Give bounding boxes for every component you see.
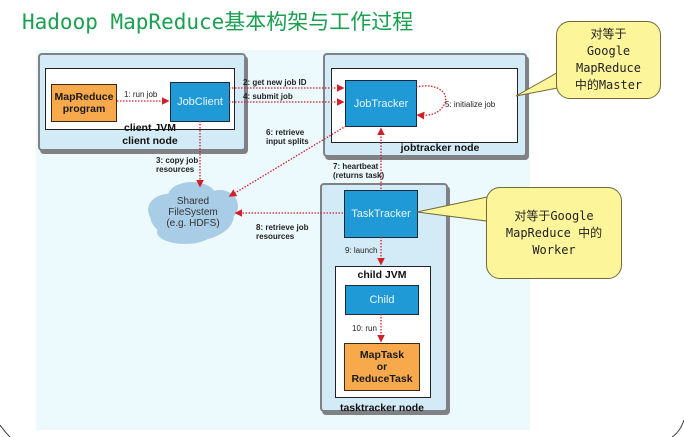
mapreduce-program-box: MapReduce program bbox=[51, 84, 117, 122]
child-label: Child bbox=[369, 294, 395, 306]
maptask-reducetask-box: MapTask or ReduceTask bbox=[344, 343, 420, 391]
right-corner-arc bbox=[671, 419, 684, 437]
shared-filesystem-cloud bbox=[148, 182, 238, 244]
step-7-label-2: (returns task) bbox=[333, 171, 385, 180]
step-1-label: 1: run job bbox=[124, 90, 158, 99]
shared-fs-line2: FileSystem bbox=[168, 207, 218, 218]
mapreduce-program-label: MapReduce program bbox=[54, 91, 114, 115]
worker-callout-line2: MapReduce 中的 bbox=[505, 225, 603, 240]
reducetask-label: ReduceTask bbox=[351, 373, 413, 385]
step-9-label: 9: launch bbox=[345, 246, 378, 255]
jobtracker-box: JobTracker bbox=[345, 80, 417, 127]
jobtracker-label: JobTracker bbox=[353, 97, 409, 110]
step-6-label-1: 6: retrieve bbox=[266, 128, 305, 137]
page-title: Hadoop MapReduce基本构架与工作过程 bbox=[22, 10, 414, 34]
master-callout-line1: 对等于 bbox=[590, 27, 627, 41]
worker-callout: 对等于Google MapReduce 中的 Worker bbox=[486, 187, 622, 279]
shared-filesystem-label: Shared FileSystem (e.g. HDFS) bbox=[160, 196, 226, 229]
master-callout-line2: Google bbox=[586, 44, 631, 58]
step-4-label: 4: submit job bbox=[243, 92, 293, 101]
step-10-label: 10: run bbox=[352, 324, 377, 333]
step-8-label-1: 8: retrieve job bbox=[256, 223, 309, 232]
step-6-label-2: input splits bbox=[266, 137, 309, 146]
worker-callout-pointer bbox=[416, 195, 495, 223]
jobclient-label: JobClient bbox=[177, 96, 223, 108]
step-7-label-1: 7: heartbeat bbox=[333, 162, 379, 171]
client-jvm-label: client JVM bbox=[124, 122, 176, 134]
step-5-label: 5: initialize job bbox=[445, 100, 496, 109]
step-3-label-2: resources bbox=[156, 165, 195, 174]
step-8-label-2: resources bbox=[256, 232, 295, 241]
arrow-initialize-job bbox=[415, 85, 447, 120]
child-jvm-label: child JVM bbox=[357, 269, 407, 281]
tasktracker-node-label: tasktracker node bbox=[339, 402, 425, 414]
worker-callout-line1: 对等于Google bbox=[514, 208, 594, 223]
shared-fs-line1: Shared bbox=[176, 196, 210, 207]
shared-fs-line3: (e.g. HDFS) bbox=[166, 218, 220, 229]
child-box: Child bbox=[345, 285, 419, 315]
master-callout-line3: MapReduce bbox=[575, 61, 642, 75]
step-3-label-1: 3: copy job bbox=[156, 156, 199, 165]
left-corner-arc bbox=[0, 424, 11, 437]
client-node-label: client node bbox=[122, 135, 178, 147]
worker-callout-line3: Worker bbox=[532, 242, 576, 257]
jobtracker-node-label: jobtracker node bbox=[400, 142, 480, 154]
tasktracker-label: TaskTracker bbox=[351, 208, 411, 220]
maptask-label: MapTask bbox=[359, 349, 405, 361]
step-2-label: 2: get new job ID bbox=[243, 78, 307, 87]
master-callout-line4: 中的Master bbox=[574, 78, 643, 92]
master-callout: 对等于 Google MapReduce 中的Master bbox=[556, 21, 661, 99]
or-label: or bbox=[376, 361, 388, 373]
